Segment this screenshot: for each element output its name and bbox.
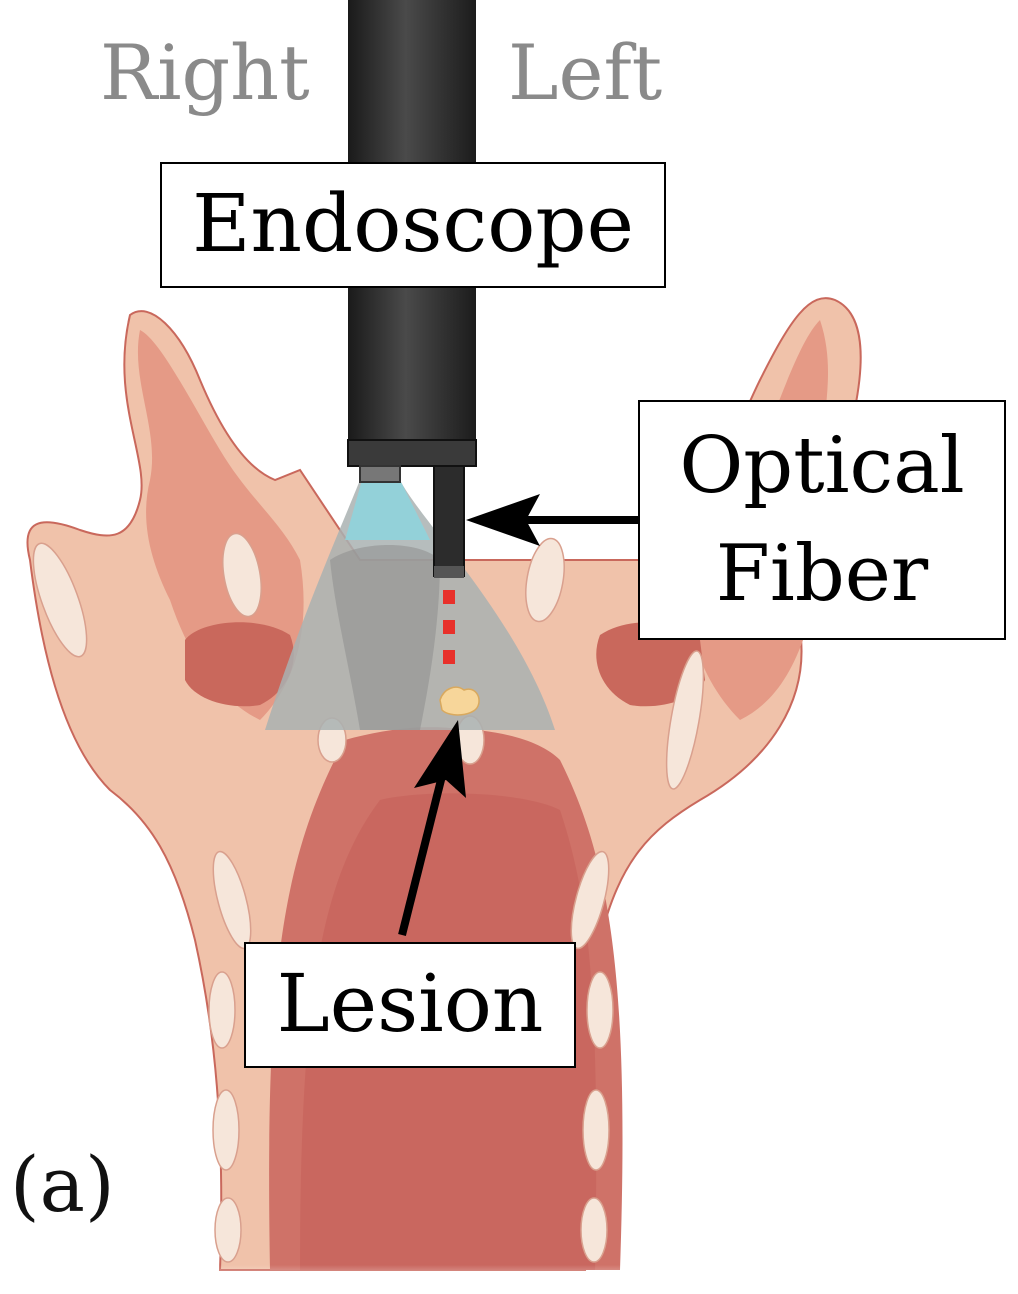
optical-fiber	[433, 465, 465, 577]
optical-fiber-label-line2: Fiber	[715, 529, 929, 619]
left-side-label: Left	[508, 28, 663, 117]
right-fold-shade	[137, 330, 304, 720]
lesion-arrow	[398, 720, 466, 936]
laser-beam	[443, 590, 455, 664]
optical-fiber-arrow	[466, 494, 638, 546]
optical-fiber-tip	[434, 566, 464, 578]
endoscope-collar	[347, 439, 477, 467]
right-side-label: Right	[100, 28, 310, 117]
endoscope-camera-tip	[359, 465, 401, 483]
lesion-label: Lesion	[244, 942, 576, 1068]
panel-letter: (a)	[10, 1140, 115, 1229]
optical-fiber-label-line1: Optical	[679, 421, 965, 511]
light-cone-tip	[345, 480, 430, 540]
lesion-label-text: Lesion	[276, 957, 544, 1050]
right-ventricle	[185, 622, 294, 707]
endoscope-label-text: Endoscope	[192, 177, 634, 270]
endoscope-label: Endoscope	[160, 162, 666, 288]
lesion	[439, 686, 480, 716]
bottom-fade	[0, 1100, 1018, 1294]
glottis-shadow	[330, 545, 440, 730]
optical-fiber-label: Optical Fiber	[638, 400, 1006, 640]
